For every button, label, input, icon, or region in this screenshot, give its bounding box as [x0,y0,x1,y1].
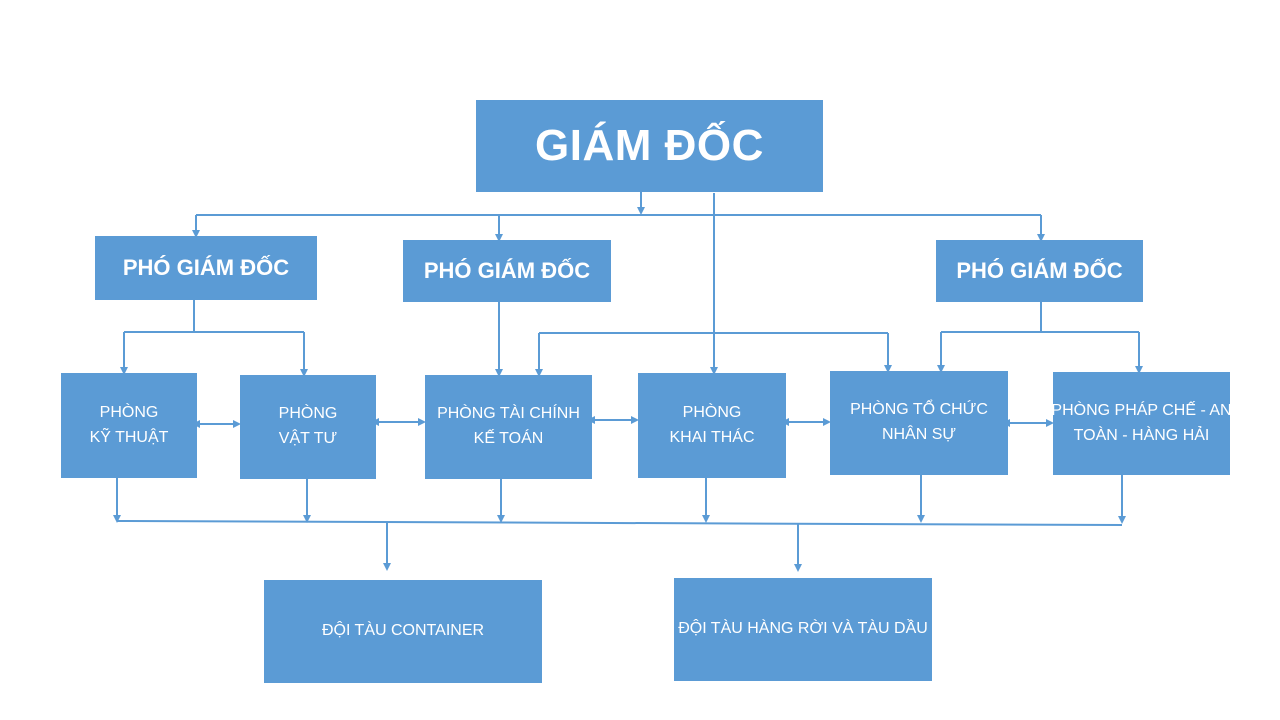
dept-vat-tu: PHÒNG VẬT TƯ [240,375,376,479]
director-box: GIÁM ĐỐC [476,100,823,192]
deputy-director-label: PHÓ GIÁM ĐỐC [423,257,591,283]
dept-label-line: PHÒNG TỔ CHỨC [850,401,988,419]
dept-label-line: PHÒNG [99,403,159,421]
fleet-label: ĐỘI TÀU CONTAINER [321,622,485,640]
dept-label-line: TOÀN - HÀNG HẢI [1073,426,1210,444]
connector-fleet-bus [116,520,1123,526]
fleet-bulk-and-tanker: ĐỘI TÀU HÀNG RỜI VÀ TÀU DẦU [674,578,932,681]
director-label: GIÁM ĐỐC [535,120,764,170]
dept-label-line: PHÒNG [278,405,338,423]
dept-ky-thuat: PHÒNG KỸ THUẬT [61,373,197,478]
deputy-director-label: PHÓ GIÁM ĐỐC [956,257,1123,283]
fleet-container: ĐỘI TÀU CONTAINER [264,580,542,683]
dept-khai-thac: PHÒNG KHAI THÁC [638,373,786,478]
deputy-director-box-1: PHÓ GIÁM ĐỐC [95,236,317,300]
dept-label-line: KẾ TOÁN [473,430,544,447]
dept-label-line: PHÒNG TÀI CHÍNH [437,405,580,423]
dept-label-line: KHAI THÁC [669,428,755,446]
dept-label-line: KỸ THUẬT [89,428,169,446]
dept-label-line: VẬT TƯ [278,430,338,447]
deputy-director-box-2: PHÓ GIÁM ĐỐC [403,240,611,302]
dept-to-chuc-nhan-su: PHÒNG TỔ CHỨC NHÂN SỰ [830,371,1008,475]
dept-label-line: PHÒNG [682,403,742,421]
dept-label-line: PHÒNG PHÁP CHẾ - AN [1051,401,1232,419]
dept-phap-che-an-toan-hang-hai: PHÒNG PHÁP CHẾ - AN TOÀN - HÀNG HẢI [1051,372,1232,475]
deputy-director-label: PHÓ GIÁM ĐỐC [122,254,290,280]
deputy-director-box-3: PHÓ GIÁM ĐỐC [936,240,1143,302]
dept-tai-chinh-ke-toan: PHÒNG TÀI CHÍNH KẾ TOÁN [425,375,592,479]
dept-label-line: NHÂN SỰ [881,426,957,443]
fleet-label: ĐỘI TÀU HÀNG RỜI VÀ TÀU DẦU [678,620,928,638]
